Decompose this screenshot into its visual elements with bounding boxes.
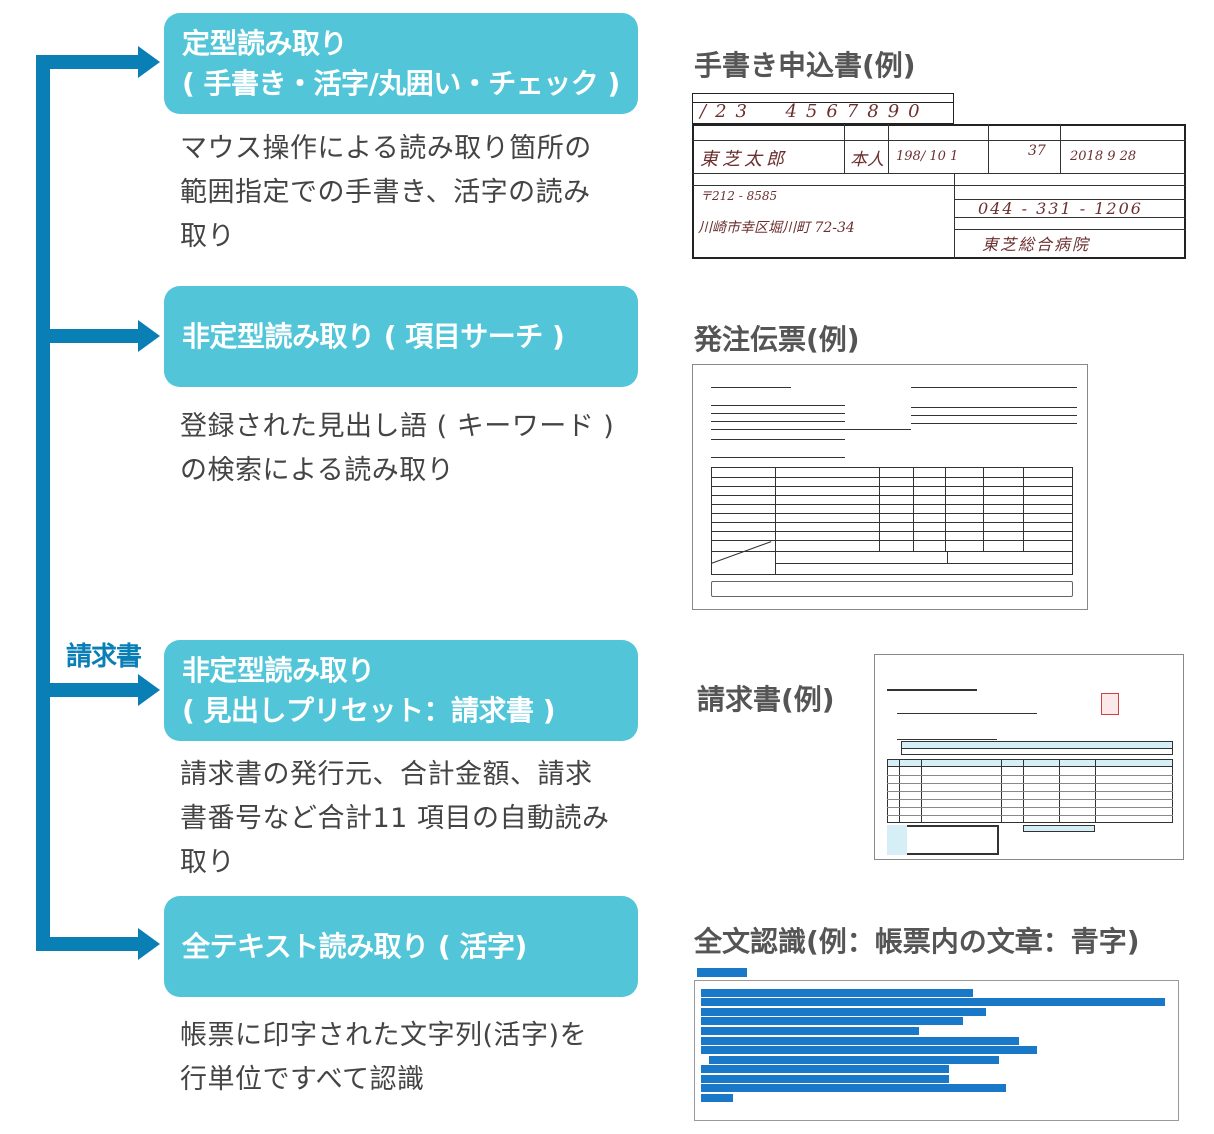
digit: 2 <box>715 101 736 122</box>
desc-line: 書番号など合計11 項目の自動読み <box>180 803 610 834</box>
digit: 3 <box>735 101 756 122</box>
desc-line: の検索による読み取り <box>180 455 455 486</box>
desc-line: 登録された見出し語 ( キーワード ) <box>180 411 615 442</box>
example-title-order: 発注伝票(例) <box>694 323 860 356</box>
connector-trunk <box>36 55 50 951</box>
connector-branch-3 <box>36 683 142 697</box>
mode-description: 帳票に印字された文字列(活字)を 行単位ですべて認識 <box>180 1014 640 1102</box>
desc-line: 帳票に印字された文字列(活字)を <box>180 1020 588 1051</box>
digit: 8 <box>867 101 888 122</box>
digit: 0 <box>908 101 929 122</box>
hw-relation: 本人 <box>850 150 884 170</box>
digit: 5 <box>805 101 827 122</box>
arrow-icon <box>138 320 160 352</box>
mode-title-line: 非定型読み取り ( 項目サーチ ) <box>182 319 565 353</box>
hw-postal: 〒212 - 8585 <box>700 189 778 203</box>
mode-title-line: 非定型読み取り <box>182 653 375 687</box>
desc-line: 範囲指定での手書き、活字の読み <box>180 177 591 208</box>
order-form-example <box>692 364 1088 610</box>
hw-date: 2018 9 28 <box>1070 149 1137 164</box>
mode-title-line: 定型読み取り <box>182 26 348 60</box>
mode-description: 請求書の発行元、合計金額、請求 書番号など合計11 項目の自動読み 取り <box>180 753 640 885</box>
digit: / <box>700 101 716 122</box>
mode-box-invoice-preset: 非定型読み取り ( 見出しプリセット：請求書 ) <box>164 640 638 741</box>
hw-hospital: 東芝総合病院 <box>982 235 1091 254</box>
connector-branch-4 <box>36 937 142 951</box>
mode-box-item-search: 非定型読み取り ( 項目サーチ ) <box>164 286 638 387</box>
arrow-icon <box>138 46 160 78</box>
mode-title-line: 全テキスト読み取り ( 活字) <box>182 929 527 963</box>
example-title-fulltext: 全文認識(例：帳票内の文章：青字) <box>694 925 1140 958</box>
mode-box-full-text: 全テキスト読み取り ( 活字) <box>164 896 638 997</box>
mode-box-fixed-reading: 定型読み取り ( 手書き・活字/丸囲い・チェック ) <box>164 13 638 114</box>
arrow-icon <box>138 928 160 960</box>
connector-branch-1 <box>36 55 142 69</box>
desc-line: マウス操作による読み取り箇所の <box>180 133 592 164</box>
desc-line: 取り <box>180 221 235 252</box>
digit: 7 <box>846 101 868 122</box>
hw-address: 川崎市幸区堀川町 72-34 <box>698 220 855 236</box>
mode-description: 登録された見出し語 ( キーワード ) の検索による読み取り <box>180 405 640 493</box>
hw-name: 東芝太郎 <box>700 149 788 170</box>
handwritten-form-example: /23 4567890 東芝太郎 本人 198/ 10 1 37 2018 9 … <box>692 93 1186 259</box>
hw-age: 37 <box>1028 143 1046 159</box>
example-title-invoice: 請求書(例) <box>697 683 835 716</box>
fulltext-highlight-tag <box>697 968 747 977</box>
fulltext-example <box>694 980 1179 1121</box>
hw-birth: 198/ 10 1 <box>896 149 959 164</box>
invoice-side-label: 請求書 <box>66 642 142 672</box>
hw-phone: 044 - 331 - 1206 <box>978 199 1143 218</box>
desc-line: 請求書の発行元、合計金額、請求 <box>180 759 593 790</box>
mode-title-line: ( 見出しプリセット：請求書 ) <box>182 693 556 727</box>
mode-title-line: ( 手書き・活字/丸囲い・チェック ) <box>182 66 620 100</box>
desc-line: 取り <box>180 847 235 878</box>
connector-branch-2 <box>36 329 142 343</box>
digit: 4 <box>785 101 806 122</box>
digit: 9 <box>887 101 909 122</box>
example-title-handwritten: 手書き申込書(例) <box>694 49 916 82</box>
desc-line: 行単位ですべて認識 <box>180 1064 425 1095</box>
arrow-icon <box>138 674 160 706</box>
invoice-example <box>874 654 1184 860</box>
digit: 6 <box>826 101 847 122</box>
mode-description: マウス操作による読み取り箇所の 範囲指定での手書き、活字の読み 取り <box>180 127 640 259</box>
